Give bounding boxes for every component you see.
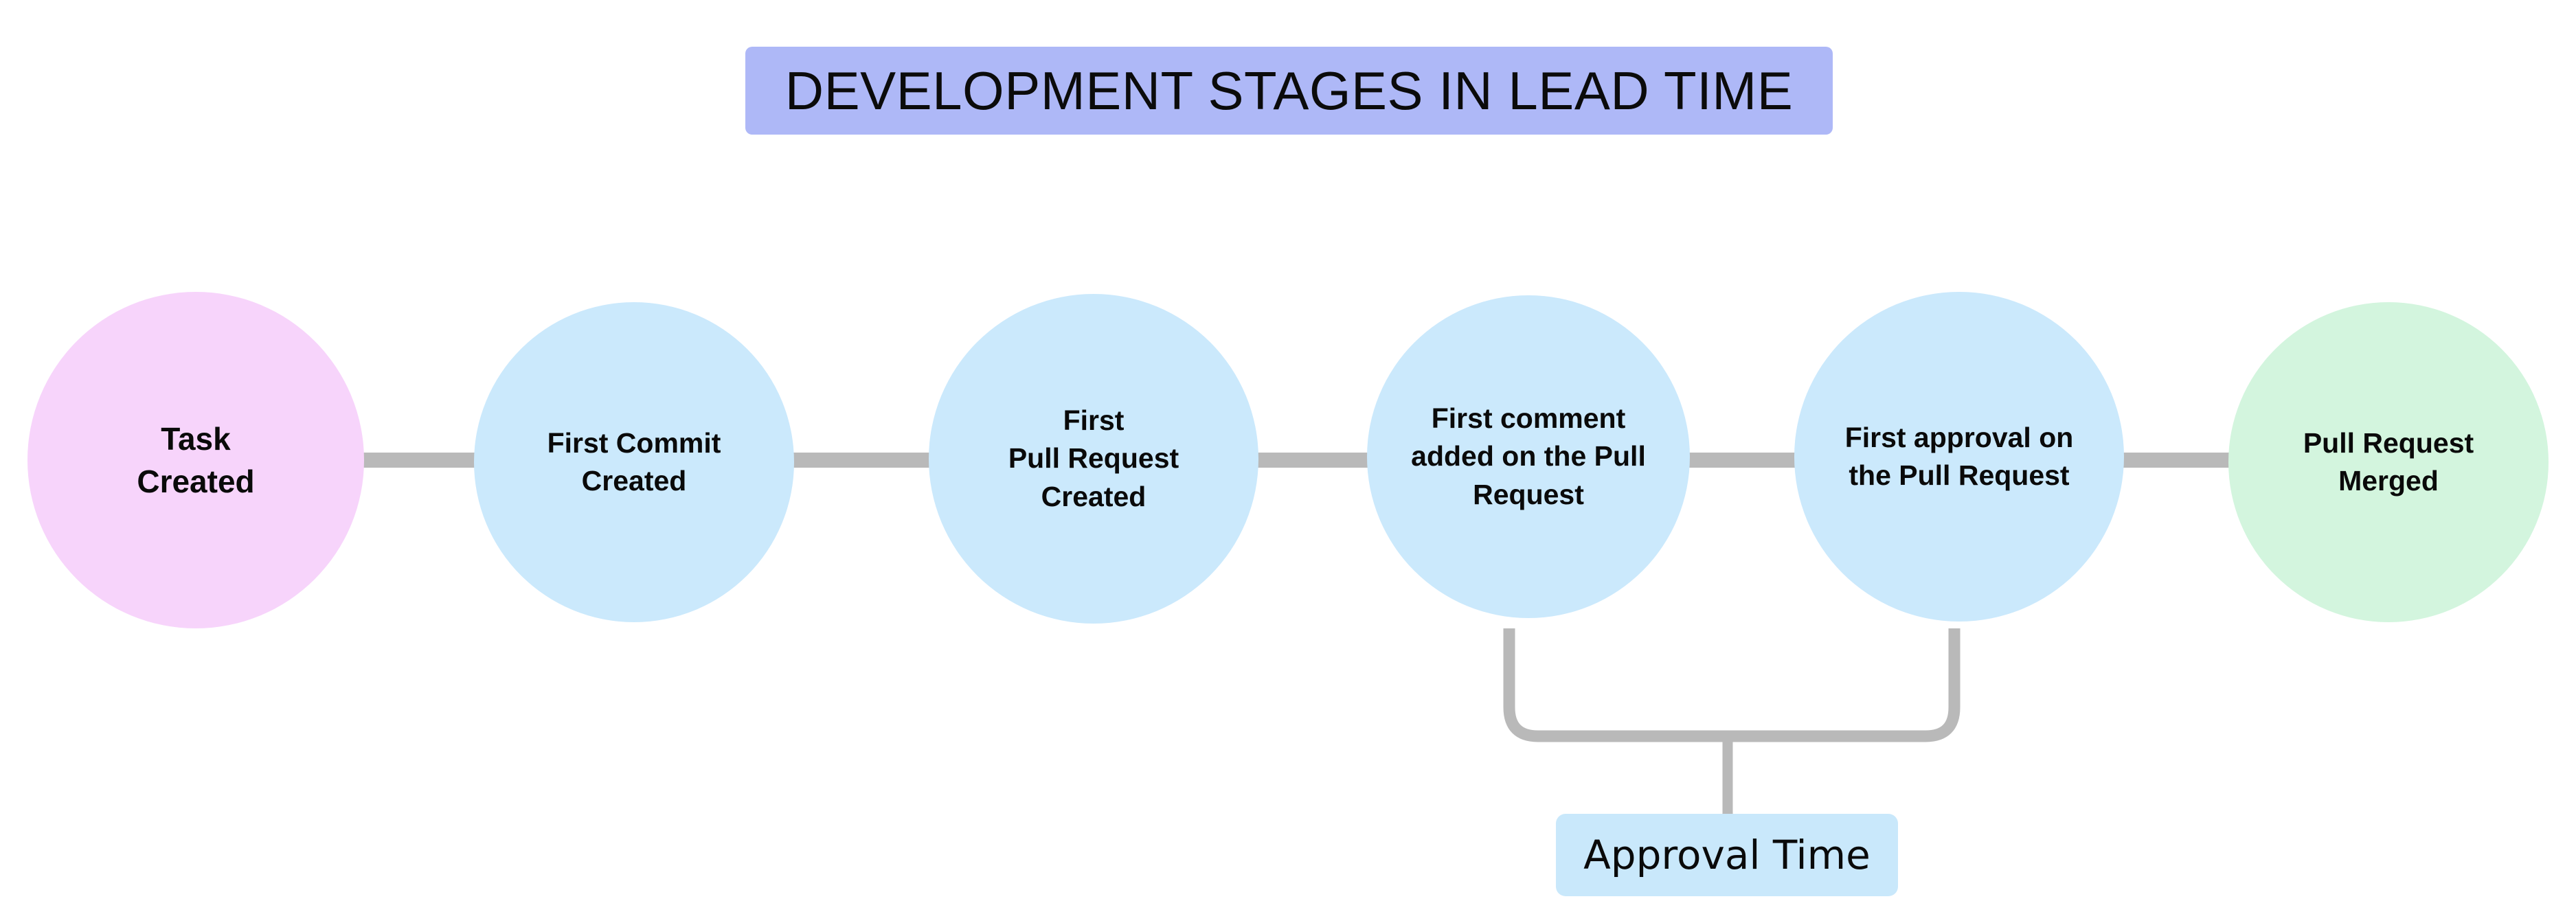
stage-label: First comment added on the Pull Request [1411, 402, 1646, 510]
stage-node-first-pull-request[interactable]: First Pull Request Created [929, 294, 1258, 624]
stage-node-first-approval[interactable]: First approval on the Pull Request [1794, 292, 2124, 622]
page-title: DEVELOPMENT STAGES IN LEAD TIME [745, 47, 1833, 135]
connector-3-4 [1677, 453, 1808, 468]
stage-node-first-commit[interactable]: First Commit Created [474, 302, 794, 622]
connector-2-3 [1245, 453, 1379, 468]
stage-node-task-created[interactable]: Task Created [27, 292, 364, 628]
page-title-text: DEVELOPMENT STAGES IN LEAD TIME [784, 60, 1794, 121]
stage-label: First Pull Request Created [1008, 404, 1179, 512]
approval-time-bracket [1503, 628, 1961, 819]
stage-label: Task Created [137, 420, 255, 499]
stage-label: Pull Request Merged [2303, 426, 2474, 497]
connector-4-5 [2112, 453, 2242, 468]
stage-label: First Commit Created [547, 426, 721, 497]
connector-0-1 [357, 453, 488, 468]
stage-label: First approval on the Pull Request [1844, 421, 2074, 491]
stage-node-pull-request-merged[interactable]: Pull Request Merged [2228, 302, 2549, 622]
annotation-approval-time[interactable]: Approval Time [1556, 814, 1898, 896]
annotation-label: Approval Time [1583, 832, 1871, 878]
stage-node-first-comment[interactable]: First comment added on the Pull Request [1367, 295, 1690, 618]
connector-1-2 [783, 453, 941, 468]
